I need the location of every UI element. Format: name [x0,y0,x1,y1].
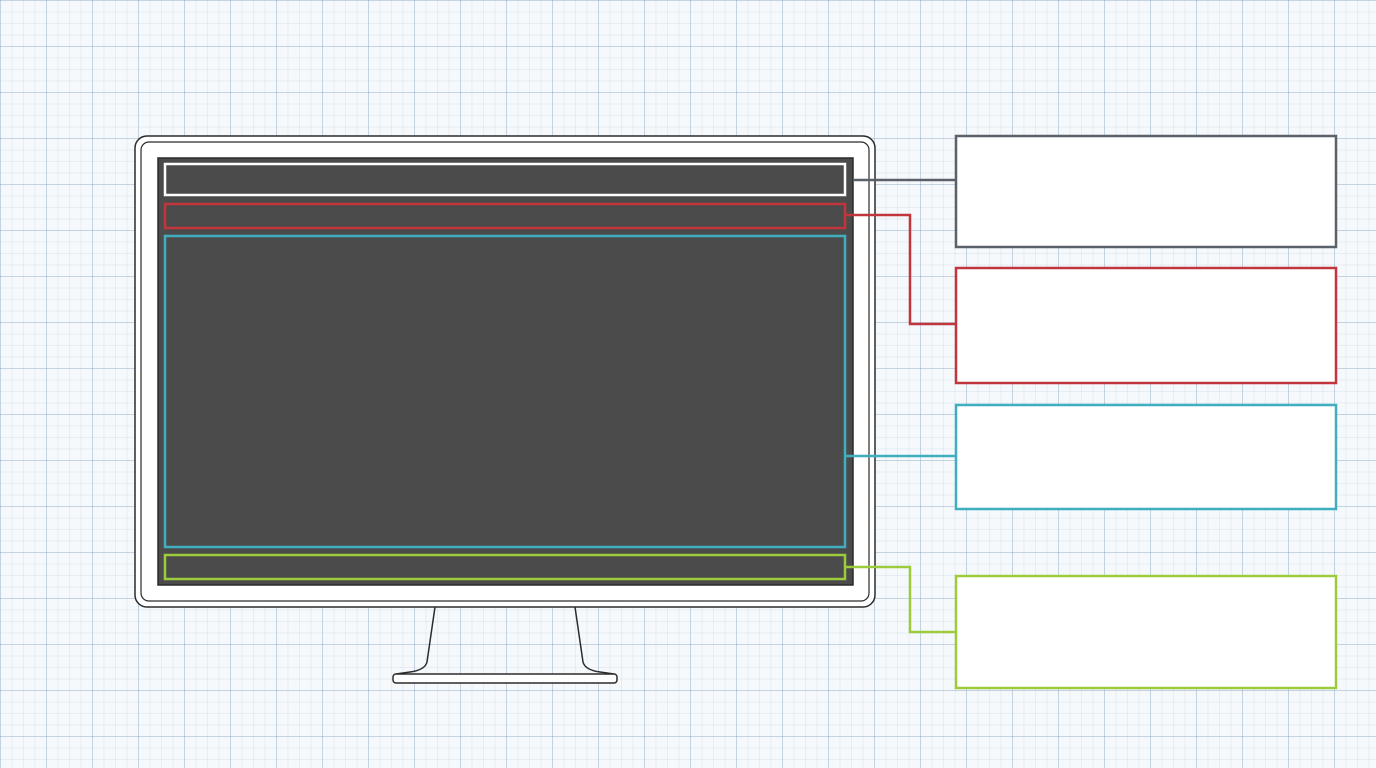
header-callout [954,134,1338,249]
bezel-inner [140,141,870,602]
footer-callout [954,574,1338,690]
toolbar-callout-box [954,266,1338,385]
monitor-stand [392,606,618,684]
content-region [163,234,847,549]
content-callout [954,403,1338,511]
footer-connector [845,565,956,634]
footer-callout-box [954,574,1338,690]
toolbar-connector [845,213,956,326]
header-region [163,162,847,197]
toolbar-callout [954,266,1338,385]
stand-base [392,673,618,684]
stand-neck [395,606,615,675]
content-callout-box [954,403,1338,511]
header-callout-box [954,134,1338,249]
monitor-screen [157,157,854,586]
